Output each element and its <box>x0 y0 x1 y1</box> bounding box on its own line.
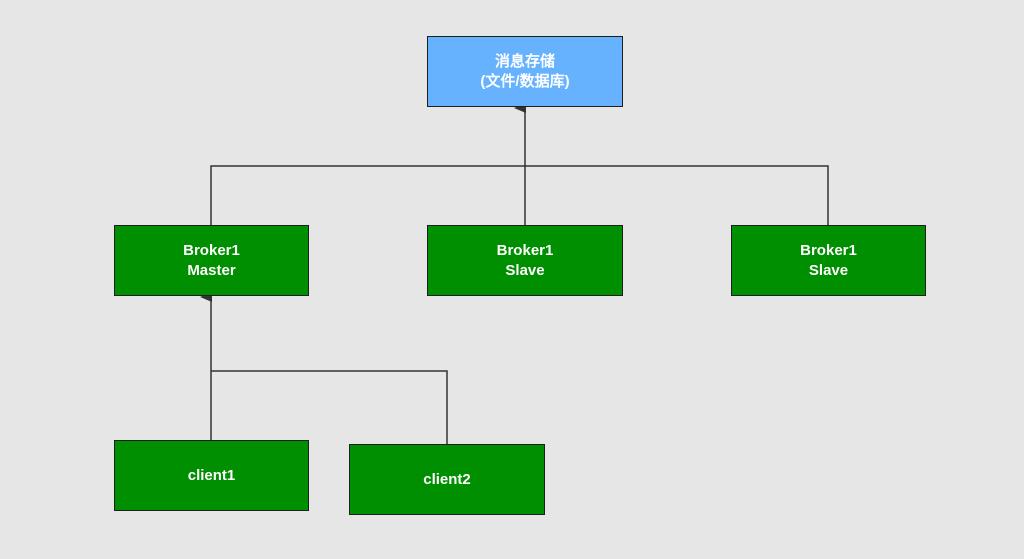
client1-node: client1 <box>114 440 309 511</box>
broker-master-name: Broker1 <box>183 241 240 259</box>
broker-slave-1-role: Slave <box>505 261 545 279</box>
client1-label: client1 <box>187 466 236 484</box>
broker-slave-node-1: Broker1 Slave <box>427 225 623 296</box>
storage-title: 消息存储 <box>494 52 555 70</box>
broker-slave-2-name: Broker1 <box>800 241 857 259</box>
broker-master-role: Master <box>187 261 236 279</box>
broker-slave-node-2: Broker1 Slave <box>731 225 926 296</box>
connector-master-to-bus <box>210 165 829 225</box>
broker-slave-2-role: Slave <box>808 261 849 279</box>
client2-node: client2 <box>349 444 545 515</box>
message-storage-node: 消息存储 (文件/数据库) <box>427 36 623 107</box>
connector-client2-to-bus <box>211 370 448 444</box>
broker-slave-1-name: Broker1 <box>496 241 554 259</box>
storage-subtitle: (文件/数据库) <box>480 72 570 90</box>
broker-master-node: Broker1 Master <box>114 225 309 296</box>
client2-label: client2 <box>423 470 471 488</box>
